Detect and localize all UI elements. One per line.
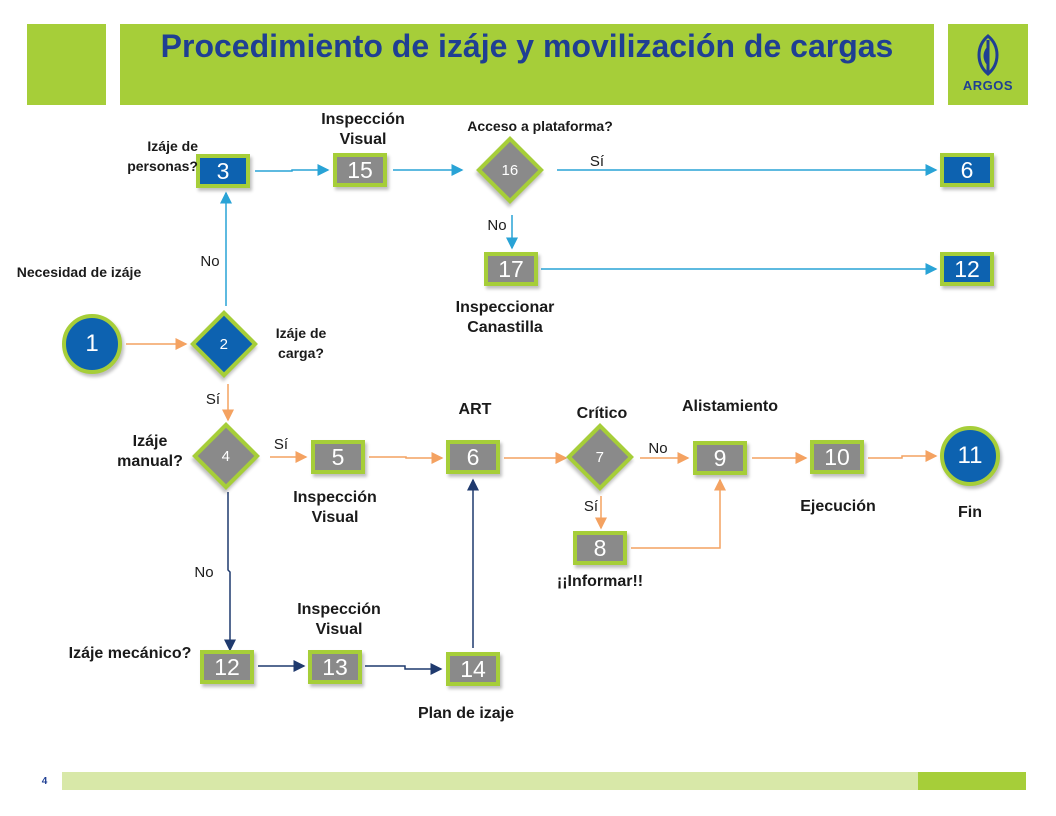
arrow-13-14 bbox=[365, 663, 443, 675]
arrow-4-12 bbox=[224, 492, 236, 652]
arrow-10-11 bbox=[868, 450, 938, 462]
node-10-label: 10 bbox=[814, 444, 860, 470]
argos-leaf-icon bbox=[977, 34, 999, 76]
node-16-label: 16 bbox=[501, 161, 519, 179]
argos-logo: ARGOS bbox=[948, 24, 1028, 105]
node-6-label: 6 bbox=[450, 444, 496, 470]
node-14: 14 bbox=[446, 652, 500, 686]
header-left-block bbox=[27, 24, 106, 105]
label-izaje-personas: Izáje de personas? bbox=[127, 138, 198, 174]
label-fin: Fin bbox=[958, 504, 982, 521]
node-2-label: 2 bbox=[219, 335, 229, 353]
label-insp-visual-mid: Inspección Visual bbox=[293, 489, 377, 526]
node-9-label: 9 bbox=[697, 445, 743, 471]
label-si-7: Sí bbox=[583, 498, 599, 515]
node-6-right: 6 bbox=[940, 153, 994, 187]
node-12: 12 bbox=[200, 650, 254, 684]
node-12-label: 12 bbox=[204, 654, 250, 680]
label-si-16: Sí bbox=[589, 153, 605, 170]
node-12-right-label: 12 bbox=[944, 256, 990, 282]
node-3-label: 3 bbox=[200, 158, 246, 184]
node-4-label: 4 bbox=[221, 447, 231, 465]
label-no-4: No bbox=[194, 564, 214, 581]
node-15-label: 15 bbox=[337, 157, 383, 183]
header-bar bbox=[120, 24, 934, 105]
label-necesidad: Necesidad de izáje bbox=[16, 264, 142, 280]
label-si-4: Sí bbox=[273, 436, 289, 453]
node-17: 17 bbox=[484, 252, 538, 286]
node-11: 11 bbox=[940, 426, 1000, 486]
arrow-8-9 bbox=[631, 478, 726, 549]
label-izaje-carga: Izáje de carga? bbox=[275, 325, 327, 361]
page-title: Procedimiento de izáje y movilización de… bbox=[160, 28, 894, 64]
node-1: 1 bbox=[62, 314, 122, 374]
arrow-5-6 bbox=[369, 452, 444, 464]
label-insp-canastilla: Inspeccionar Canastilla bbox=[455, 299, 555, 336]
footer-right-block bbox=[918, 772, 1026, 790]
node-13: 13 bbox=[308, 650, 362, 684]
label-alistamiento: Alistamiento bbox=[681, 398, 778, 415]
node-15: 15 bbox=[333, 153, 387, 187]
node-12-right: 12 bbox=[940, 252, 994, 286]
node-9: 9 bbox=[693, 441, 747, 475]
label-si-2: Sí bbox=[205, 391, 221, 408]
label-no-2: No bbox=[200, 253, 220, 270]
node-14-label: 14 bbox=[450, 656, 496, 682]
label-insp-visual-top: Inspección Visual bbox=[321, 111, 405, 148]
node-3: 3 bbox=[196, 154, 250, 188]
node-17-label: 17 bbox=[488, 256, 534, 282]
label-art: ART bbox=[458, 401, 492, 418]
node-5-label: 5 bbox=[315, 444, 361, 470]
label-insp-visual-bot: Inspección Visual bbox=[297, 601, 381, 638]
label-acceso-plataforma: Acceso a plataforma? bbox=[467, 118, 613, 134]
label-plan-izaje: Plan de izaje bbox=[417, 705, 515, 722]
label-critico: Crítico bbox=[576, 405, 628, 422]
node-8-label: 8 bbox=[577, 535, 623, 561]
logo-text: ARGOS bbox=[962, 78, 1014, 93]
label-no-7: No bbox=[648, 440, 668, 457]
label-izaje-manual: Izáje manual? bbox=[117, 433, 183, 470]
label-ejecucion: Ejecución bbox=[800, 498, 876, 515]
footer-bar bbox=[62, 772, 918, 790]
label-informar: ¡¡Informar!! bbox=[556, 573, 644, 590]
label-izaje-mecanico: Izáje mecánico? bbox=[68, 645, 192, 662]
node-13-label: 13 bbox=[312, 654, 358, 680]
page-number: 4 bbox=[41, 775, 48, 787]
node-10: 10 bbox=[810, 440, 864, 474]
node-6-right-label: 6 bbox=[944, 157, 990, 183]
label-no-16: No bbox=[487, 217, 507, 234]
node-8: 8 bbox=[573, 531, 627, 565]
node-1-label: 1 bbox=[85, 330, 99, 357]
node-6: 6 bbox=[446, 440, 500, 474]
node-11-label: 11 bbox=[957, 442, 983, 469]
arrow-3-15 bbox=[255, 164, 330, 176]
node-5: 5 bbox=[311, 440, 365, 474]
node-7-label: 7 bbox=[595, 448, 605, 466]
